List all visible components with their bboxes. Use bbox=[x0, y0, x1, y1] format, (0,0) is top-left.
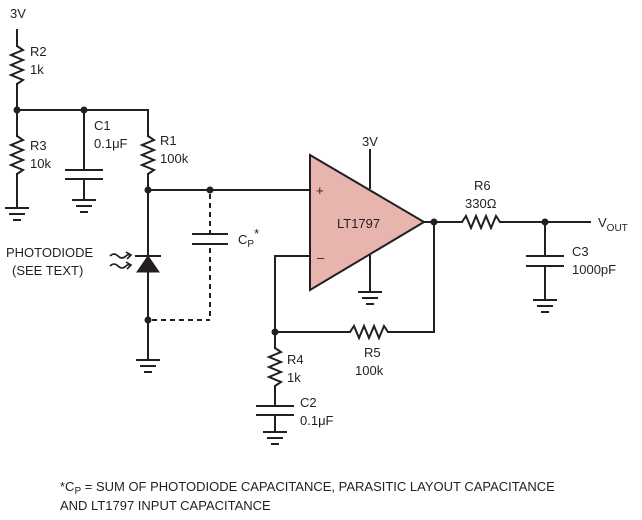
r6-value: 330Ω bbox=[465, 196, 497, 211]
ground-symbol bbox=[533, 299, 557, 313]
supply-label-3v: 3V bbox=[10, 6, 26, 21]
ground-symbol bbox=[358, 291, 382, 305]
opamp-minus-label: – bbox=[317, 250, 325, 265]
cp-label: CP* bbox=[238, 226, 259, 250]
capacitor-c2 bbox=[256, 405, 294, 416]
r2-name: R2 bbox=[30, 44, 47, 59]
c3-name: C3 bbox=[572, 244, 589, 259]
resistor-r6 bbox=[461, 213, 501, 231]
resistor-r5 bbox=[349, 323, 389, 341]
vout-label: VOUT bbox=[598, 215, 628, 234]
c1-value: 0.1μF bbox=[94, 136, 128, 151]
ground-symbol bbox=[72, 199, 96, 213]
ground-symbol bbox=[5, 207, 29, 221]
light-arrows-icon bbox=[109, 251, 133, 270]
footnote-line2: AND LT1797 INPUT CAPACITANCE bbox=[60, 498, 271, 513]
resistor-r2 bbox=[8, 45, 26, 85]
capacitor-c1 bbox=[65, 169, 103, 180]
capacitor-cp bbox=[192, 233, 228, 245]
photodiode-symbol bbox=[135, 255, 161, 273]
resistor-r3 bbox=[8, 135, 26, 175]
r4-value: 1k bbox=[287, 370, 301, 385]
opamp-supply-label: 3V bbox=[362, 134, 378, 149]
c2-value: 0.1μF bbox=[300, 413, 334, 428]
c2-name: C2 bbox=[300, 395, 317, 410]
opamp-lt1797 bbox=[309, 153, 426, 292]
ground-symbol bbox=[263, 431, 287, 445]
c1-name: C1 bbox=[94, 118, 111, 133]
capacitor-c3 bbox=[526, 255, 564, 267]
junction-dot bbox=[206, 186, 214, 194]
r2-value: 1k bbox=[30, 62, 44, 77]
photodiode-label-line2: (SEE TEXT) bbox=[12, 263, 83, 278]
footnote-line1: *CP = SUM OF PHOTODIODE CAPACITANCE, PAR… bbox=[60, 479, 555, 497]
opamp-name: LT1797 bbox=[337, 216, 380, 231]
r6-name: R6 bbox=[474, 178, 491, 193]
c3-value: 1000pF bbox=[572, 262, 616, 277]
r5-name: R5 bbox=[364, 345, 381, 360]
r4-name: R4 bbox=[287, 352, 304, 367]
r3-value: 10k bbox=[30, 156, 51, 171]
junction-dot bbox=[144, 316, 152, 324]
photodiode-label-line1: PHOTODIODE bbox=[6, 245, 93, 260]
junction-dot bbox=[144, 186, 152, 194]
r1-value: 100k bbox=[160, 151, 189, 166]
resistor-r1 bbox=[139, 135, 157, 175]
ground-symbol bbox=[136, 359, 160, 373]
r3-name: R3 bbox=[30, 138, 47, 153]
opamp-plus-label: + bbox=[316, 183, 324, 198]
resistor-r4 bbox=[266, 347, 284, 387]
r5-value: 100k bbox=[355, 363, 384, 378]
r1-name: R1 bbox=[160, 133, 177, 148]
